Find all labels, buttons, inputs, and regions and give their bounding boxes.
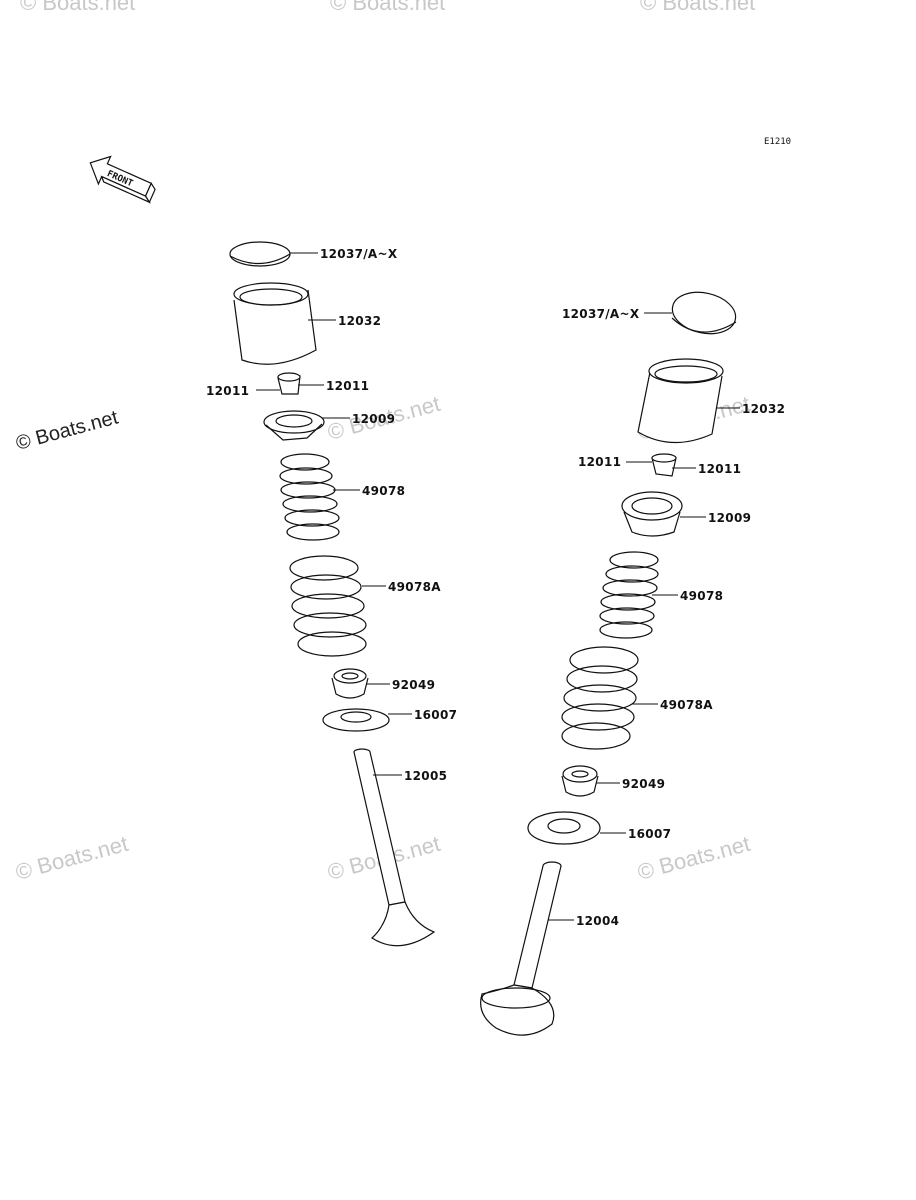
watermark-dark: © Boats.net (14, 406, 121, 454)
retainer-part (263, 410, 325, 441)
left-valve-assembly: 12037/A~X 12032 12011 12011 12009 49078 … (206, 241, 457, 947)
part-label: 92049 (392, 678, 435, 692)
part-label: 12011 (326, 379, 369, 393)
part-label: 49078 (680, 589, 723, 603)
right-leader-lines (548, 312, 740, 921)
valve-part (353, 748, 436, 947)
tappet-part (233, 282, 317, 365)
front-arrow-icon: FRONT (89, 155, 156, 204)
watermarks: © Boats.net © Boats.net © Boats.net © Bo… (13, 0, 755, 885)
valve-part (480, 861, 562, 1036)
valve-seal-part (561, 765, 599, 797)
part-label: 12011 (698, 462, 741, 476)
part-label: 16007 (414, 708, 457, 722)
diagram-code: E1210 (764, 137, 791, 147)
part-label: 12005 (404, 769, 447, 783)
spring-seat-part (322, 708, 390, 732)
valve-seal-part (331, 668, 369, 699)
part-label: 12037/A~X (562, 307, 640, 321)
tappet-part (637, 358, 724, 444)
part-label: 12009 (352, 412, 395, 426)
outer-spring-part (289, 555, 367, 657)
part-label: 12004 (576, 914, 619, 928)
part-label: 12011 (578, 455, 621, 469)
part-label: 49078A (660, 698, 713, 712)
part-label: 12009 (708, 511, 751, 525)
part-label: 12011 (206, 384, 249, 398)
retainer-part (621, 491, 683, 537)
part-label: 92049 (622, 777, 665, 791)
watermark-low-left: © Boats.net (13, 831, 131, 885)
inner-spring-part (599, 551, 659, 639)
left-leader-lines (256, 252, 412, 776)
outer-spring-part (561, 646, 639, 750)
part-label: 16007 (628, 827, 671, 841)
part-label: 12032 (338, 314, 381, 328)
watermark-top-left: © Boats.net (20, 0, 135, 15)
cotter-part (277, 372, 301, 395)
part-label: 49078 (362, 484, 405, 498)
shim-part (229, 241, 291, 267)
watermark-top-right: © Boats.net (640, 0, 755, 15)
watermark-top-center: © Boats.net (330, 0, 445, 15)
part-label: 12037/A~X (320, 247, 398, 261)
inner-spring-part (279, 453, 340, 541)
shim-part (671, 291, 737, 335)
part-label: 49078A (388, 580, 441, 594)
right-valve-assembly: 12037/A~X 12032 12011 12011 12009 49078 … (480, 291, 785, 1036)
part-label: 12032 (742, 402, 785, 416)
cotter-part (651, 453, 677, 477)
spring-seat-part (527, 811, 601, 845)
